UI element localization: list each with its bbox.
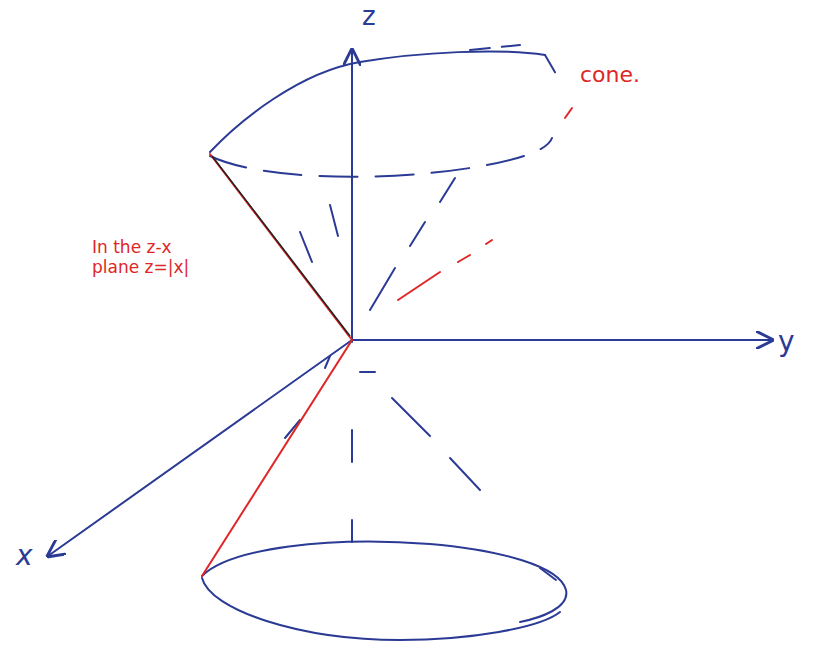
note-text: cone. [580, 62, 640, 87]
top-rim [210, 51, 545, 152]
bottom-rim [202, 542, 566, 622]
z-axis-hidden [351, 430, 353, 542]
axis-label: z [362, 2, 376, 32]
axis-label: x [16, 540, 33, 572]
note-text: In the z-x plane z=|x| [92, 238, 192, 277]
top-rim-front [210, 138, 552, 177]
top-rim-back [470, 45, 556, 74]
cone-side [285, 356, 330, 438]
bottom-rim-mark [540, 568, 556, 580]
cone-edge [212, 156, 350, 336]
y-axis [352, 339, 772, 341]
pointer-mark [565, 108, 572, 118]
cone-side [360, 372, 480, 490]
x-axis [48, 340, 352, 556]
trace-line-dashed [398, 240, 492, 300]
z-axis [351, 50, 353, 342]
bottom-rim [202, 578, 560, 640]
axis-label: y [778, 326, 795, 358]
cone-side [300, 205, 338, 262]
trace-line [202, 154, 352, 576]
